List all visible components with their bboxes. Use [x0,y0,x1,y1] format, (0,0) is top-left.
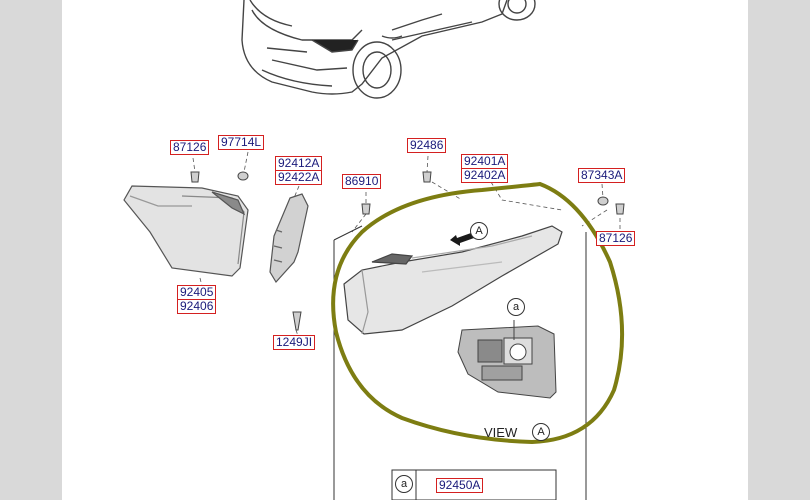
part-87343A: 87343A [578,168,626,183]
bracket-part [269,193,309,284]
view-label: VIEW [484,425,518,440]
callout-A-view: A [532,423,550,441]
part-92486: 92486 [407,138,447,153]
legend-key-a: a [395,475,413,493]
part-92412A: 92412A [275,156,323,171]
callout-a-detail: a [507,298,525,316]
part-86910: 86910 [342,174,382,189]
part-92402A: 92402A [461,169,509,183]
part-87126-left: 87126 [170,140,210,155]
part-97714L: 97714L [218,135,265,150]
part-92401A: 92401A [461,154,509,169]
highlight-ring [331,182,625,445]
car-rear-illustration [241,0,536,99]
part-92450A: 92450A [436,478,484,493]
socket-detail [457,320,557,399]
direction-arrow [450,233,474,246]
main-lamp-assembly [343,225,563,335]
part-87126-right: 87126 [596,231,636,246]
diagram-drawing [123,0,625,500]
part-92422A: 92422A [275,171,323,185]
part-92405: 92405 [177,285,217,300]
callout-A-top: A [470,222,488,240]
fasteners [190,171,625,331]
inner-lamp-part [123,185,249,277]
parts-diagram-sheet: 87126 97714L 92412A 92422A 86910 92486 9… [62,0,748,500]
part-92406: 92406 [177,300,217,314]
part-1249JI: 1249JI [273,335,316,350]
